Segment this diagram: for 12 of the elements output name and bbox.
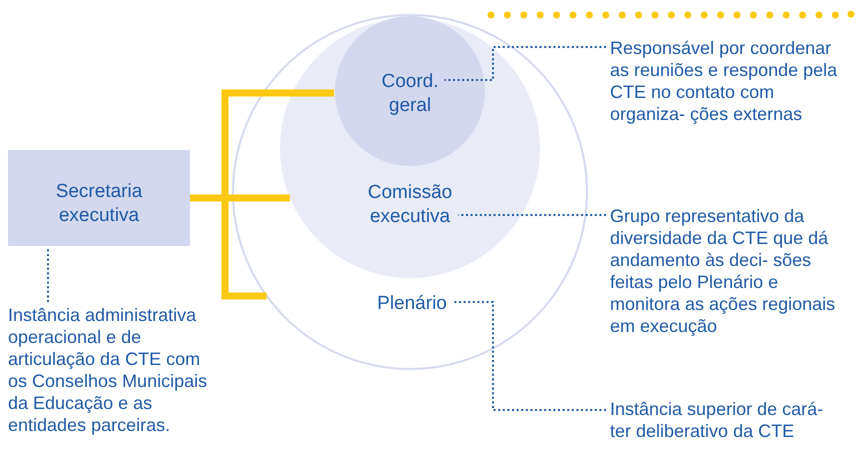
annotation-text: Instância administrativa operacional e de articulação da CTE com os Conselhos Municipais da Educação e as entidades parceiras. [8,304,220,436]
process-box [8,150,190,246]
node-label: Comissão executiva [366,181,454,229]
annotation-text: Instância superior de cará- ter deliberativo da CTE [610,398,842,442]
node-label: Coord. geral [380,70,440,118]
leader-line [458,214,606,216]
node-label: Plenário [376,292,448,316]
leader-line [47,248,49,302]
annotation-text: Grupo representativo da diversidade da CTE que dá andamento às deci- sões feitas pelo Plenário e monitora as ações regionais em execução [610,205,842,337]
annotation-text: Responsável por coordenar as reuniões e responde pela CTE no contato com organiza- ções externas [610,37,842,125]
leader-line [452,301,606,411]
node-label: Secretaria executiva [54,180,144,228]
